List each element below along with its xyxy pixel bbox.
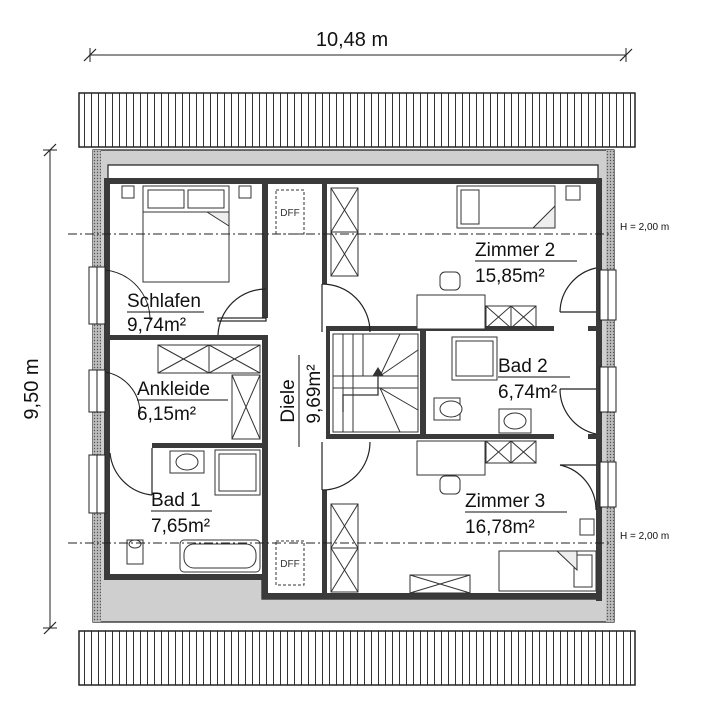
- dff-top-label: DFF: [280, 208, 299, 219]
- room-zimmer2-area: 15,85m²: [475, 266, 545, 287]
- room-ankleide-area: 6,15m²: [137, 404, 196, 425]
- room-diele-name: Diele: [278, 379, 299, 422]
- nightstands: [121, 185, 595, 536]
- room-bad1-area: 7,65m²: [151, 516, 210, 537]
- room-bad2-area: 6,74m²: [498, 382, 557, 403]
- height-line-lower: H = 2,00 m: [68, 531, 669, 544]
- roof-window-bottom: DFF: [275, 540, 305, 586]
- room-ankleide-name: Ankleide: [137, 379, 210, 400]
- room-zimmer3-name: Zimmer 3: [465, 491, 545, 512]
- room-ankleide: Ankleide 6,15m²: [137, 379, 228, 425]
- room-schlafen-name: Schlafen: [127, 291, 201, 312]
- height-line-upper: H = 2,00 m: [68, 222, 669, 235]
- doors: [109, 267, 597, 511]
- room-bad1: Bad 1 7,65m²: [151, 490, 212, 537]
- wall-windows: [88, 266, 617, 514]
- room-zimmer2: Zimmer 2 15,85m²: [475, 240, 577, 287]
- room-schlafen: Schlafen 9,74m²: [127, 291, 204, 336]
- dff-bottom-label: DFF: [280, 559, 299, 570]
- wardrobes: [157, 187, 537, 594]
- roof-eave-top: [78, 92, 636, 148]
- staircase: [332, 333, 419, 433]
- bed-zimmer2: [456, 185, 556, 229]
- height-line-upper-label: H = 2,00 m: [620, 222, 669, 233]
- dimension-height: 9,50 m: [21, 143, 57, 635]
- desk-zimmer2: [416, 271, 486, 330]
- height-label: 9,50 m: [21, 358, 43, 419]
- roof-eave-bottom: [78, 630, 636, 686]
- room-zimmer3: Zimmer 3 16,78m²: [465, 491, 567, 538]
- height-line-lower-label: H = 2,00 m: [620, 531, 669, 542]
- room-diele-area: 9,69m²: [304, 364, 325, 423]
- desk-zimmer3: [416, 440, 486, 495]
- dimension-width: 10,48 m: [83, 29, 633, 62]
- room-bad2-name: Bad 2: [498, 356, 548, 377]
- roof-window-top: DFF: [275, 189, 305, 235]
- width-label: 10,48 m: [316, 29, 388, 51]
- bad2-fixtures: [433, 336, 532, 434]
- room-schlafen-area: 9,74m²: [127, 315, 186, 336]
- room-zimmer2-name: Zimmer 2: [475, 240, 555, 261]
- room-bad2: Bad 2 6,74m²: [498, 356, 570, 403]
- room-zimmer3-area: 16,78m²: [465, 517, 535, 538]
- bed-zimmer3: [498, 550, 597, 592]
- room-bad1-name: Bad 1: [151, 490, 201, 511]
- room-diele: Diele 9,69m²: [278, 355, 325, 447]
- bad1-fixtures: [126, 449, 261, 573]
